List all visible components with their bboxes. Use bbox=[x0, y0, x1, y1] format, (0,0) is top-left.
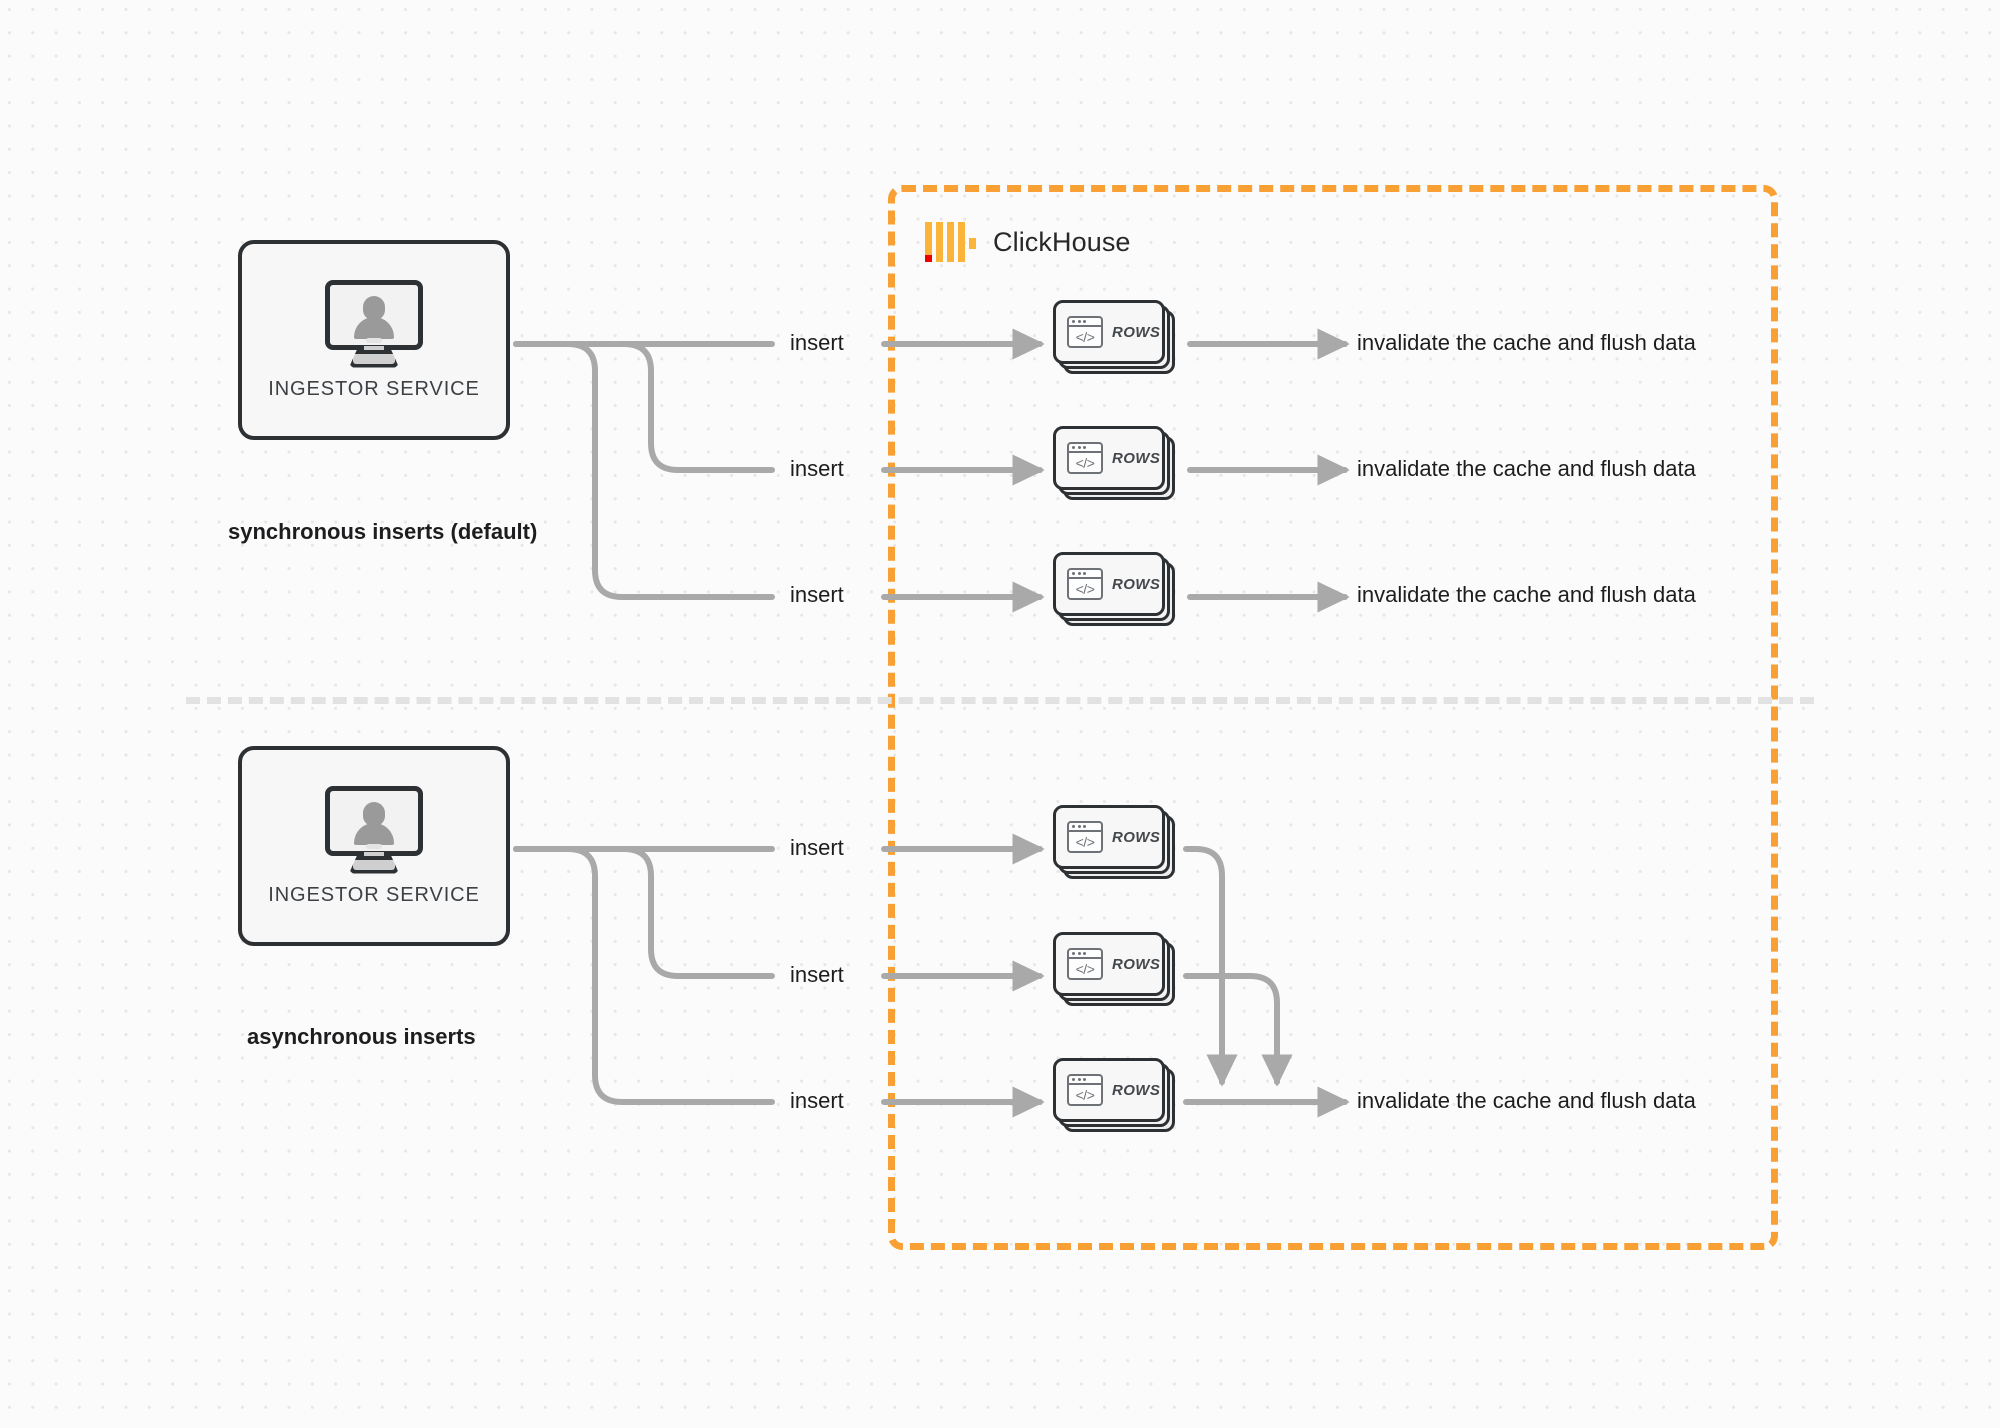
result-label-sync-3: invalidate the cache and flush data bbox=[1357, 582, 1696, 607]
code-window-icon: </> bbox=[1067, 316, 1103, 348]
code-window-icon: </> bbox=[1067, 568, 1103, 600]
wire-sync-trunk-3 bbox=[513, 341, 775, 600]
monitor-user-icon bbox=[325, 279, 423, 368]
insert-label-async-1: insert bbox=[790, 835, 844, 860]
result-label-sync-1: invalidate the cache and flush data bbox=[1357, 330, 1696, 355]
result-label-sync-2: invalidate the cache and flush data bbox=[1357, 456, 1696, 481]
monitor-user-icon bbox=[325, 785, 423, 874]
section-divider bbox=[186, 697, 1814, 704]
code-window-icon: </> bbox=[1067, 821, 1103, 853]
wire-async-trunk-2 bbox=[513, 846, 775, 979]
rows-card-async-1[interactable]: </> ROWS bbox=[1053, 805, 1175, 879]
wire-async-trunk-3 bbox=[513, 846, 775, 1105]
clickhouse-logo-icon bbox=[925, 222, 976, 262]
rows-card-label: ROWS bbox=[1112, 1081, 1161, 1099]
insert-label-async-2: insert bbox=[790, 962, 844, 987]
rows-card-label: ROWS bbox=[1112, 828, 1161, 846]
wire-sync-trunk-2 bbox=[513, 341, 775, 473]
insert-label-sync-2: insert bbox=[790, 456, 844, 481]
result-label-async: invalidate the cache and flush data bbox=[1357, 1088, 1696, 1113]
rows-card-sync-1[interactable]: </> ROWS bbox=[1053, 300, 1175, 374]
rows-card-label: ROWS bbox=[1112, 955, 1161, 973]
code-window-icon: </> bbox=[1067, 442, 1103, 474]
rows-card-async-3[interactable]: </> ROWS bbox=[1053, 1058, 1175, 1132]
rows-card-label: ROWS bbox=[1112, 575, 1161, 593]
code-window-icon: </> bbox=[1067, 1074, 1103, 1106]
rows-card-label: ROWS bbox=[1112, 323, 1161, 341]
insert-label-sync-1: insert bbox=[790, 330, 844, 355]
rows-card-label: ROWS bbox=[1112, 449, 1161, 467]
insert-label-sync-3: insert bbox=[790, 582, 844, 607]
section-caption-sync: synchronous inserts (default) bbox=[228, 519, 538, 544]
rows-card-async-2[interactable]: </> ROWS bbox=[1053, 932, 1175, 1006]
ingestor-service-async[interactable]: INGESTOR SERVICE bbox=[238, 746, 510, 946]
section-caption-async: asynchronous inserts bbox=[247, 1024, 476, 1049]
rows-card-sync-3[interactable]: </> ROWS bbox=[1053, 552, 1175, 626]
clickhouse-wordmark: ClickHouse bbox=[993, 226, 1131, 257]
rows-card-sync-2[interactable]: </> ROWS bbox=[1053, 426, 1175, 500]
clickhouse-boundary bbox=[888, 185, 1778, 1250]
ingestor-service-label-async: INGESTOR SERVICE bbox=[268, 883, 480, 906]
code-window-icon: </> bbox=[1067, 948, 1103, 980]
insert-label-async-3: insert bbox=[790, 1088, 844, 1113]
ingestor-service-label-sync: INGESTOR SERVICE bbox=[268, 377, 480, 400]
clickhouse-logo: ClickHouse bbox=[925, 222, 1131, 262]
ingestor-service-sync[interactable]: INGESTOR SERVICE bbox=[238, 240, 510, 440]
